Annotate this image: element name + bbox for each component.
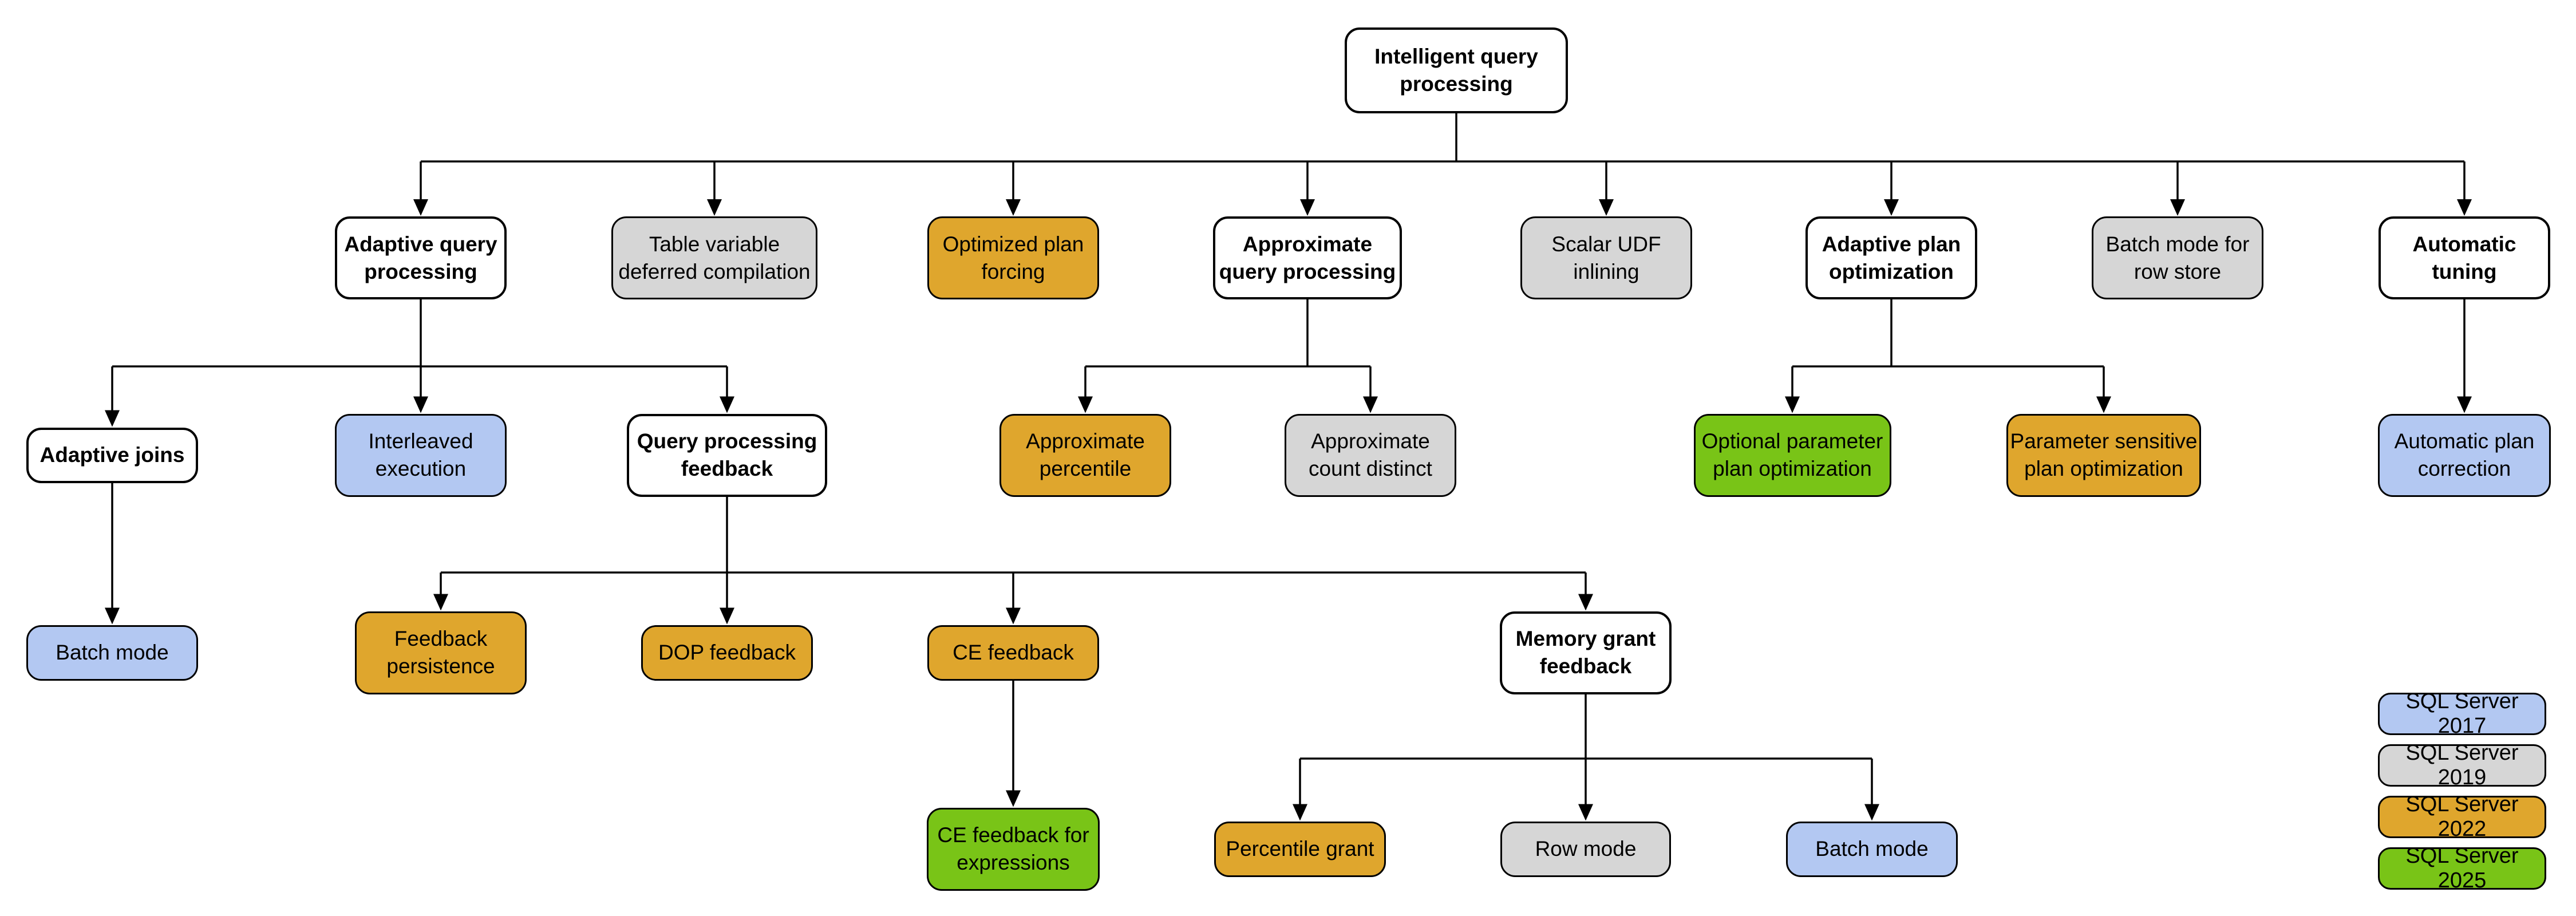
arrowhead (1363, 396, 1378, 413)
arrowhead (105, 607, 120, 625)
arrowhead (707, 199, 722, 216)
arrowhead (1078, 396, 1093, 413)
arrowhead (1006, 607, 1021, 625)
arrowhead (413, 199, 428, 216)
arrowhead (1006, 790, 1021, 807)
arrowhead (1578, 594, 1593, 611)
arrowhead (1785, 396, 1800, 413)
arrowhead (1884, 199, 1899, 216)
arrowhead (433, 594, 448, 611)
arrowhead (1293, 804, 1307, 821)
arrowhead (1599, 199, 1614, 216)
arrowhead (720, 396, 734, 413)
arrowhead (2457, 396, 2472, 413)
arrowhead (413, 396, 428, 413)
arrowhead (2170, 199, 2185, 216)
arrowhead (105, 410, 120, 427)
arrowhead (1006, 199, 1021, 216)
arrowhead (2096, 396, 2111, 413)
arrowhead (1864, 804, 1879, 821)
arrowhead (1578, 804, 1593, 821)
arrowhead (2457, 199, 2472, 216)
arrowhead (720, 607, 734, 625)
arrowhead (1300, 199, 1315, 216)
